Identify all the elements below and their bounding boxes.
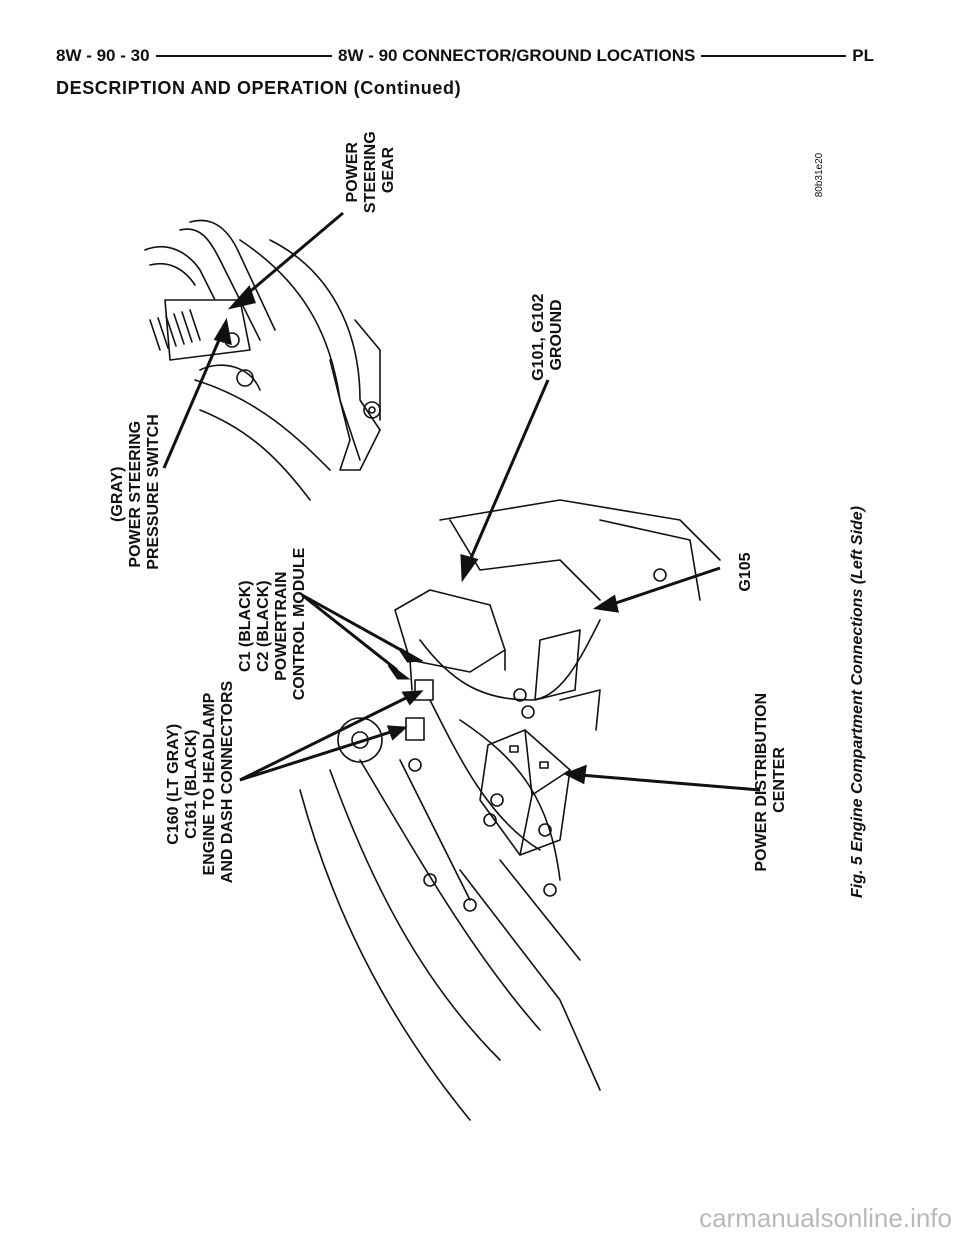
label-line: POWER STEERING — [127, 421, 144, 568]
label-line: AND DASH CONNECTORS — [219, 680, 236, 883]
header-page-number: 8W - 90 - 30 — [50, 44, 156, 68]
label-line: G101, G102 — [530, 294, 547, 381]
label-line: C2 (BLACK) — [255, 580, 272, 672]
label-line: STEERING — [362, 131, 379, 213]
label-line: CENTER — [771, 747, 788, 813]
label-line: (GRAY) — [109, 467, 126, 522]
leader-lines — [162, 211, 761, 792]
label-line: ENGINE TO HEADLAMP — [201, 692, 218, 875]
label-g105: G105 — [737, 552, 754, 591]
label-line: CONTROL MODULE — [291, 547, 308, 700]
label-line: POWERTRAIN — [273, 572, 290, 681]
label-powertrain-control-module: C1 (BLACK) C2 (BLACK) POWERTRAIN CONTROL… — [237, 547, 308, 700]
label-line: C1 (BLACK) — [237, 580, 254, 672]
label-engine-to-headlamp-connectors: C160 (LT GRAY) C161 (BLACK) ENGINE TO HE… — [165, 680, 236, 883]
header-model-code: PL — [846, 44, 880, 68]
label-power-distribution-center: POWER DISTRIBUTION CENTER — [753, 688, 788, 871]
page-header: 8W - 90 - 30 8W - 90 CONNECTOR/GROUND LO… — [50, 44, 880, 74]
figure-image-id: 80b31e20 — [814, 152, 825, 197]
label-line: C161 (BLACK) — [183, 730, 200, 839]
header-section-title: 8W - 90 CONNECTOR/GROUND LOCATIONS — [332, 44, 702, 68]
figure-caption: Fig. 5 Engine Compartment Connections (L… — [849, 506, 866, 898]
label-line: C160 (LT GRAY) — [165, 724, 182, 845]
section-title: DESCRIPTION AND OPERATION (Continued) — [56, 78, 462, 98]
label-power-steering-gear: POWER STEERING GEAR — [344, 127, 397, 213]
label-line: GEAR — [380, 146, 397, 193]
engine-illustration — [144, 219, 721, 1121]
label-line: PRESSURE SWITCH — [145, 414, 162, 570]
label-line: POWER DISTRIBUTION — [753, 693, 770, 872]
label-line: G105 — [737, 552, 754, 591]
label-line: POWER — [344, 142, 361, 203]
watermark-footer: carmanualsonline.info — [699, 1203, 952, 1233]
label-g101-g102-ground: G101, G102 GROUND — [530, 289, 565, 381]
label-power-steering-pressure-switch: (GRAY) POWER STEERING PRESSURE SWITCH — [109, 414, 162, 570]
label-line: GROUND — [548, 299, 565, 370]
